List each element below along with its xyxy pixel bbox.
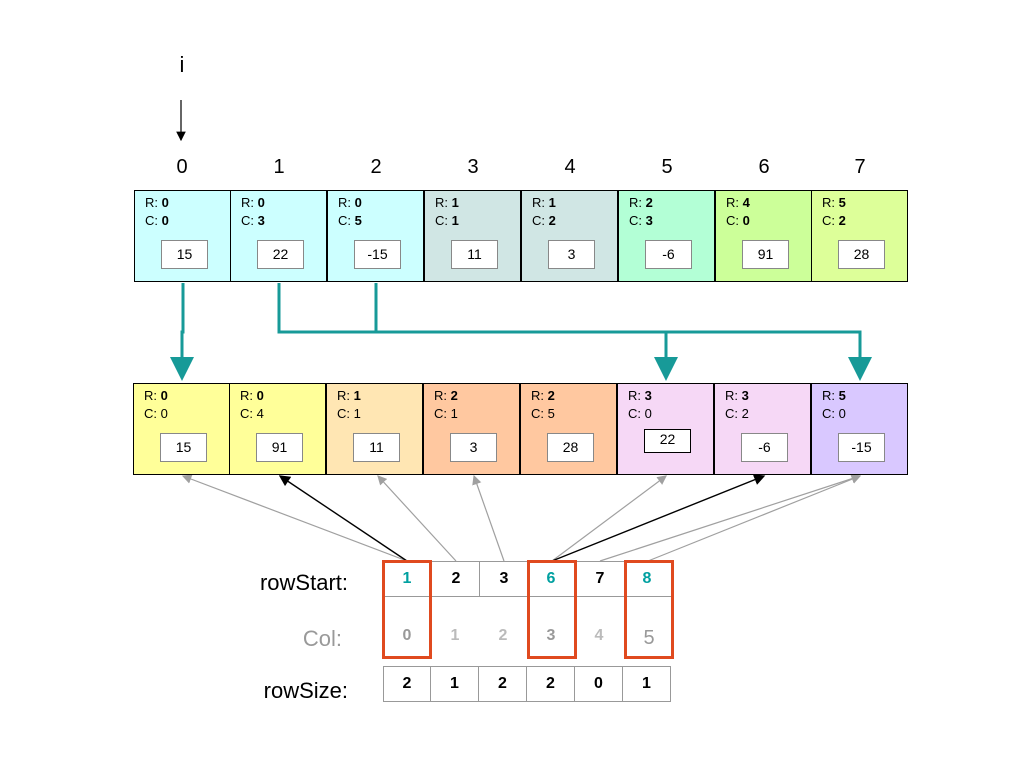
rowsize-label: rowSize: (263, 678, 348, 703)
cell-value: 3 (548, 240, 595, 269)
rowsize-cell: 1 (431, 666, 479, 702)
rowstart-cell: 6 (546, 570, 556, 587)
cell-value: 3 (450, 433, 497, 462)
cell-value: -15 (838, 433, 885, 462)
rowstart-pointers (181, 474, 862, 562)
cell-value: 15 (160, 433, 207, 462)
col-label: Col: (302, 626, 342, 651)
index-number: 0 (176, 156, 188, 178)
highlight-box (527, 560, 577, 659)
cell-value: 91 (256, 433, 303, 462)
index-number: 4 (564, 156, 576, 178)
cell-value: 22 (257, 240, 304, 269)
cell-value: -6 (741, 433, 788, 462)
index-number: 3 (467, 156, 479, 178)
index-number: 2 (370, 156, 382, 178)
col-cell: 2 (498, 627, 508, 644)
col-cell: 4 (594, 627, 604, 644)
rowstart-cell: 1 (402, 570, 412, 587)
index-number: 5 (661, 156, 673, 178)
col-cell: 5 (643, 627, 655, 649)
index-number: 1 (273, 156, 285, 178)
rowsize-cell: 0 (575, 666, 623, 702)
index-number: 6 (758, 156, 770, 178)
rowsize-cell: 1 (623, 666, 671, 702)
rowstart-cell: 3 (479, 561, 528, 597)
rowstart-label: rowStart: (259, 570, 348, 595)
rowstart-cell: 2 (431, 561, 480, 597)
cell-value: 28 (547, 433, 594, 462)
cell-value: 91 (742, 240, 789, 269)
cell-value: 11 (451, 240, 498, 269)
cell-value: 11 (353, 433, 400, 462)
cell-value: 15 (161, 240, 208, 269)
rowstart-cell: 7 (575, 561, 624, 597)
col-cell: 1 (450, 627, 460, 644)
rowsize-cell: 2 (383, 666, 431, 702)
col-cell: 3 (546, 627, 556, 644)
cell-value: -6 (645, 240, 692, 269)
highlight-box (624, 560, 674, 659)
rowstart-cell: 8 (642, 570, 652, 587)
cell-value: 22 (644, 429, 691, 453)
cell-value: -15 (354, 240, 401, 269)
col-cell: 0 (402, 627, 412, 644)
highlight-box (382, 560, 432, 659)
rowsize-cell: 2 (479, 666, 527, 702)
teal-connectors (170, 283, 872, 381)
index-number: 7 (854, 156, 866, 178)
rowsize-cell: 2 (527, 666, 575, 702)
cell-value: 28 (838, 240, 885, 269)
index-label: i (179, 52, 185, 77)
